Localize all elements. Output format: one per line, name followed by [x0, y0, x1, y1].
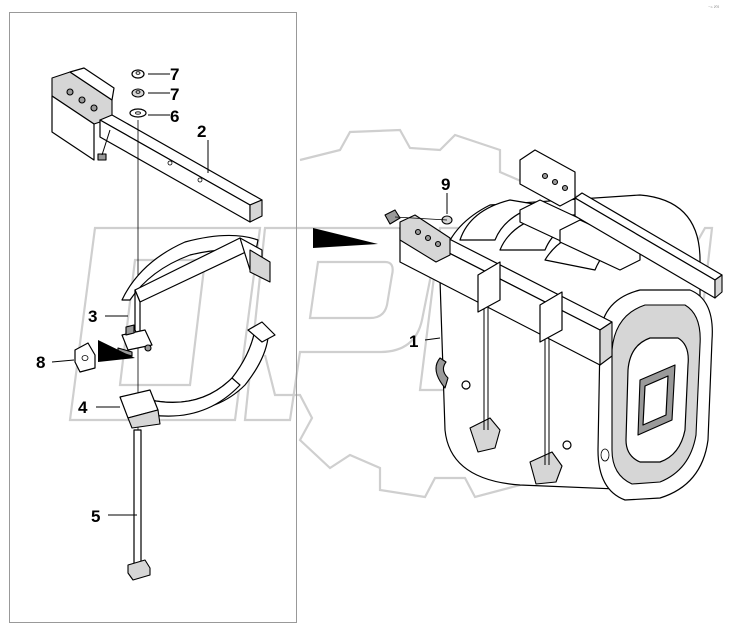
callout-7-upper: 7: [170, 65, 179, 84]
assembly-arrow-icon: [313, 228, 378, 248]
exploded-view-frame: [9, 12, 297, 623]
callout-5: 5: [91, 507, 100, 526]
callout-3: 3: [88, 307, 97, 326]
washer-part-6: [129, 108, 147, 118]
nut-part-7-lower: [131, 88, 145, 98]
nut-part-7-upper: [131, 69, 145, 79]
callout-6: 6: [170, 107, 179, 126]
tank-assembly-part-1: [384, 149, 723, 501]
lower-strap-part-4: [119, 321, 276, 429]
callout-4: 4: [78, 398, 88, 417]
long-bolt-part-5: [127, 429, 151, 581]
corner-mark: ⁻ⁿ ²⁰²: [708, 5, 720, 11]
callout-8: 8: [36, 353, 45, 372]
clip-arrow-icon: [98, 340, 135, 362]
callout-9: 9: [441, 175, 450, 194]
support-bracket-part-2: [51, 67, 263, 223]
leader-lines: [51, 73, 448, 516]
upper-strap-part-3: [121, 234, 271, 352]
callout-7-lower: 7: [170, 85, 179, 104]
callout-1: 1: [409, 332, 418, 351]
callout-2: 2: [197, 122, 206, 141]
